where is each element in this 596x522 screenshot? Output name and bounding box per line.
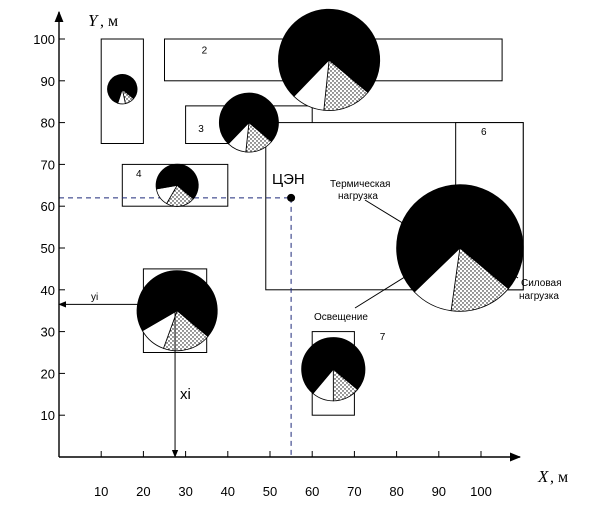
power-label-line2: нагрузка [519, 291, 559, 302]
thermal-label-line1: Термическая [330, 179, 390, 190]
x-tick-label-10: 10 [94, 484, 108, 499]
load-circles [107, 8, 524, 402]
x-tick-label-50: 50 [263, 484, 277, 499]
power-wedge-1 [107, 74, 138, 104]
x-tick-label-80: 80 [389, 484, 403, 499]
lighting-wedge-2 [323, 59, 369, 111]
x-tick-label-90: 90 [432, 484, 446, 499]
center-guides [59, 193, 296, 457]
x-tick-label-40: 40 [221, 484, 235, 499]
x-tick-label-30: 30 [178, 484, 192, 499]
y-tick-label-10: 10 [41, 408, 55, 423]
yi-label: yi [91, 292, 98, 303]
power-wedge-6 [396, 184, 524, 293]
lighting-label: Освещение [314, 312, 368, 323]
workshop-label-2: 2 [202, 46, 208, 57]
y-tick-label-30: 30 [41, 325, 55, 340]
center-label: ЦЭН [272, 171, 305, 188]
y-tick-label-60: 60 [41, 199, 55, 214]
lighting-wedge-6 [450, 247, 509, 312]
y-tick-label-100: 100 [33, 32, 55, 47]
axes: 10 20 30 40 50 60 70 80 90 100 10 20 30 40 50 60 70 80 90 1… [33, 10, 522, 499]
y-tick-label-40: 40 [41, 283, 55, 298]
power-leader [510, 272, 519, 279]
y-tick-label-90: 90 [41, 74, 55, 89]
y-tick-label-20: 20 [41, 366, 55, 381]
power-label-line1: Силовая [521, 278, 562, 289]
y-tick-label-70: 70 [41, 157, 55, 172]
center-point [287, 193, 296, 202]
thermal-label-line2: нагрузка [338, 191, 378, 202]
workshop-label-4: 4 [136, 169, 142, 180]
workshop-label-3: 3 [198, 124, 204, 135]
annotations: Термическая нагрузка Освещение Силовая н… [88, 11, 568, 486]
y-tick-label-50: 50 [41, 241, 55, 256]
x-tick-label-60: 60 [305, 484, 319, 499]
y-tick-label-80: 80 [41, 116, 55, 131]
x-tick-label-70: 70 [347, 484, 361, 499]
y-axis-unit: , м [100, 13, 118, 30]
power-wedge-5 [136, 270, 218, 338]
power-wedge-7 [301, 337, 366, 395]
thermal-leader [364, 199, 410, 228]
x-axis-var: X [537, 467, 549, 486]
xi-label: xi [180, 386, 191, 403]
x-tick-label-20: 20 [136, 484, 150, 499]
power-wedge-2 [278, 8, 381, 97]
lighting-leader [354, 268, 418, 309]
x-tick-label-100: 100 [470, 484, 492, 499]
workshop-label-7: 7 [380, 332, 386, 343]
workshop-label-6: 6 [481, 127, 487, 138]
power-wedge-4 [155, 163, 199, 200]
x-axis-unit: , м [550, 469, 568, 486]
power-wedge-3 [219, 92, 279, 145]
y-axis-var: Y [88, 11, 99, 30]
